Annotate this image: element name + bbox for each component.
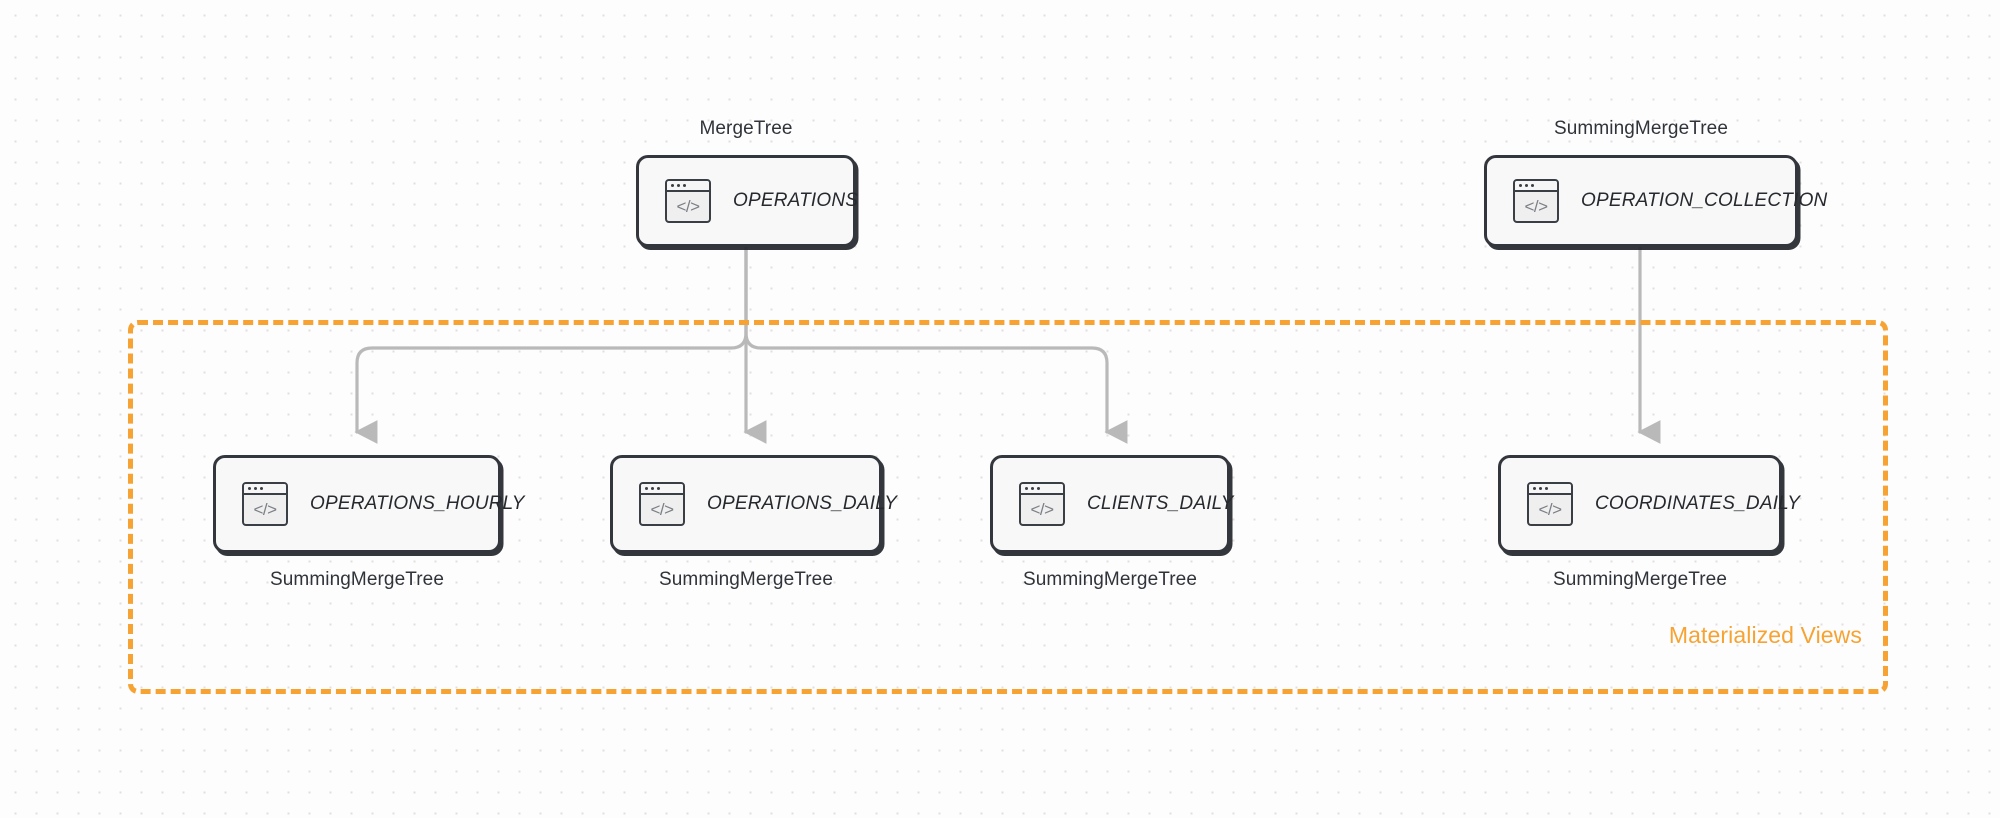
icon-titlebar-dot [676, 183, 680, 188]
icon-titlebar-dot [1530, 183, 1534, 188]
code-window-icon: </> [1019, 482, 1065, 526]
code-window-icon: </> [639, 482, 685, 526]
icon-titlebar-dot [1544, 486, 1548, 491]
icon-titlebar-dot [656, 486, 660, 491]
icon-titlebar-dot [1533, 486, 1537, 491]
code-glyph: </> [253, 499, 277, 519]
code-window-icon: </> [665, 179, 711, 223]
materialized-views-label: Materialized Views [1668, 622, 1862, 648]
engine-caption-operation_collection: SummingMergeTree [1553, 118, 1729, 139]
node-label: CLIENTS_DAILY [1087, 493, 1234, 514]
icon-titlebar [1515, 181, 1557, 192]
icon-titlebar-dot [1030, 486, 1034, 491]
node-operation_collection[interactable]: </> OPERATION_COLLECTION [1484, 155, 1827, 247]
icon-titlebar-dot [682, 183, 686, 188]
node-operations[interactable]: </> OPERATIONS [636, 155, 859, 247]
icon-titlebar-dot [650, 486, 654, 491]
icon-titlebar-dot [1025, 486, 1029, 491]
code-window-icon: </> [1527, 482, 1573, 526]
code-glyph: </> [1524, 196, 1548, 216]
icon-titlebar-dot [1036, 486, 1040, 491]
node-clients_daily[interactable]: </> CLIENTS_DAILY [990, 455, 1233, 553]
icon-titlebar [641, 484, 683, 495]
node-label: OPERATIONS_DAILY [707, 493, 898, 514]
icon-titlebar-dot [671, 183, 675, 188]
code-window-icon: </> [1513, 179, 1559, 223]
icon-titlebar [667, 181, 709, 192]
icon-titlebar-dot [253, 486, 257, 491]
icon-titlebar-dot [259, 486, 263, 491]
engine-caption-operations_daily: SummingMergeTree [658, 569, 834, 590]
code-window-icon: </> [242, 482, 288, 526]
icon-titlebar [1529, 484, 1571, 495]
icon-titlebar-dot [645, 486, 649, 491]
edge-operations-to-clients-daily [744, 245, 1128, 444]
node-label: OPERATIONS_HOURLY [310, 493, 525, 514]
node-operations_daily[interactable]: </> OPERATIONS_DAILY [610, 455, 897, 553]
engine-caption-clients_daily: SummingMergeTree [1022, 569, 1198, 590]
node-label: OPERATIONS [733, 190, 859, 211]
icon-titlebar-dot [1538, 486, 1542, 491]
engine-caption-coordinates_daily: SummingMergeTree [1552, 569, 1728, 590]
icon-titlebar-dot [248, 486, 252, 491]
engine-caption-operations_hourly: SummingMergeTree [269, 569, 445, 590]
node-label: COORDINATES_DAILY [1595, 493, 1801, 514]
icon-titlebar-dot [1524, 183, 1528, 188]
code-glyph: </> [650, 499, 674, 519]
code-glyph: </> [1538, 499, 1562, 519]
edge-operations-to-operations-hourly [354, 245, 748, 444]
icon-titlebar [244, 484, 286, 495]
code-glyph: </> [1030, 499, 1054, 519]
node-coordinates_daily[interactable]: </> COORDINATES_DAILY [1498, 455, 1800, 553]
icon-titlebar-dot [1519, 183, 1523, 188]
node-label: OPERATION_COLLECTION [1581, 190, 1828, 211]
code-glyph: </> [676, 196, 700, 216]
engine-caption-operations: MergeTree [699, 118, 793, 139]
node-operations_hourly[interactable]: </> OPERATIONS_HOURLY [213, 455, 524, 553]
icon-titlebar [1021, 484, 1063, 495]
